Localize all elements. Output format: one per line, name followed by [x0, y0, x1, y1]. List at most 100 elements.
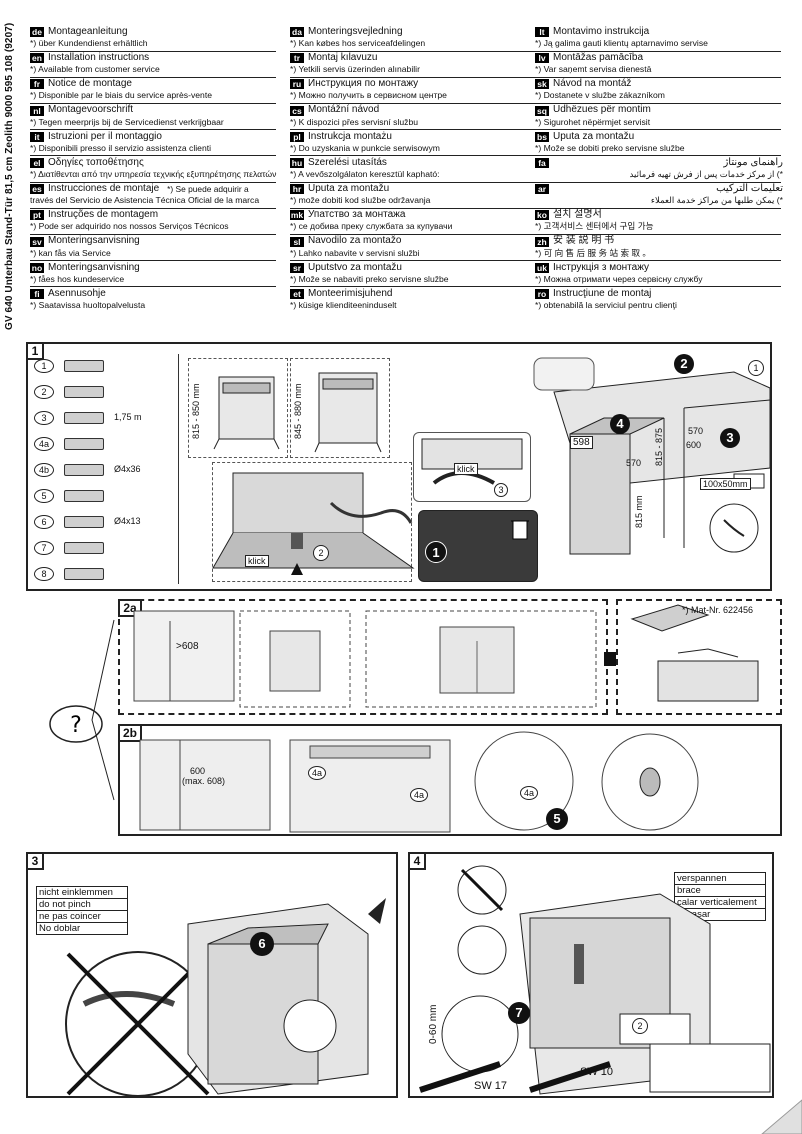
language-subtitle: *) obtenabilă la serviciul pentru clienţ…: [535, 300, 677, 310]
language-code: fi: [30, 289, 44, 299]
mounting-bracket-icon: [630, 604, 759, 702]
language-code: uk: [535, 262, 549, 273]
language-subtitle: *) Tegen meerprijs bij de Servicedienst …: [30, 116, 224, 127]
part-2-callout: 2: [313, 545, 329, 561]
min-width-label: >608: [176, 641, 199, 652]
language-subtitle: *) može dobiti kod službe održavanja: [290, 195, 431, 206]
part-number: 4a: [34, 437, 54, 451]
depth-570-top: 570: [688, 426, 704, 436]
language-code: nl: [30, 105, 44, 116]
language-title: Installation instructions: [48, 51, 150, 63]
language-subtitle: través del Servicio de Asistencia Técnic…: [30, 195, 260, 206]
language-subtitle: *) Можна отримати через сервісну службу: [535, 273, 703, 284]
divider: [178, 354, 179, 584]
language-subtitle: *) Можно получить в сервисном центре: [290, 90, 447, 101]
language-code: fa: [535, 158, 549, 168]
separator-line: [290, 260, 536, 262]
cabinet-icon: [213, 376, 280, 450]
part-glyph-icon: [64, 516, 104, 528]
part-4a-callout: 4a: [520, 786, 538, 800]
language-subtitle: *) Available from customer service: [30, 64, 160, 75]
step-2a-panel: 2a >608: [118, 599, 608, 715]
part-number: 8: [34, 567, 54, 581]
width-dimension: 598: [570, 436, 593, 449]
language-title: 安 装 説 明 书: [553, 235, 615, 247]
language-subtitle: *) يمكن طلبها من مراكز خدمة العملاء: [650, 195, 783, 206]
language-title: Инструкция по монтажу: [308, 78, 419, 90]
warning-box: nicht einklemmen do not pinch ne pas coi…: [36, 886, 128, 935]
step-1-marker: 1: [425, 541, 447, 563]
part-glyph-icon: [64, 542, 104, 554]
step-4-panel: 4 verspannen brace calar verticalement E…: [408, 852, 774, 1098]
side-gap-dimension: 600: [190, 766, 206, 776]
language-subtitle: *) A vevőszolgálaton keresztül kapható:: [290, 169, 440, 179]
language-subtitle: *) Kan købes hos serviceafdelingen: [290, 38, 426, 48]
language-title: Navodilo za montažo: [308, 235, 402, 247]
language-subtitle: *) се добива преку службата за купувачи: [290, 221, 453, 232]
language-title: Montavimo instrukcija: [553, 25, 650, 37]
part-number: 5: [34, 489, 54, 503]
language-subtitle: *) Saatavissa huoltopalvelusta: [30, 300, 146, 310]
step-number: 3: [26, 852, 44, 870]
separator-line: [290, 233, 536, 235]
part-note: Ø4x36: [114, 464, 141, 474]
part-note: 1,75 m: [114, 412, 142, 422]
language-title: Οδηγίες τοποθέτησης: [48, 156, 144, 168]
part-4a-callout: 4a: [308, 766, 326, 780]
language-title: Asennusohje: [48, 287, 106, 299]
klick-label: klick: [245, 555, 269, 567]
height-dimension: 815 mm: [634, 495, 644, 528]
language-title: Montaj kılavuzu: [308, 51, 378, 63]
depth-570-bottom: 570: [626, 458, 642, 468]
language-subtitle: *) Yetkili servis üzerinden alınabilir: [290, 64, 420, 75]
language-title: Monteringsvejledning: [308, 25, 403, 37]
language-title: 설치 설명서: [553, 209, 602, 221]
language-code: et: [290, 289, 304, 299]
separator-line: [290, 286, 536, 288]
language-code: sv: [30, 236, 44, 247]
language-code: hr: [290, 184, 304, 195]
part-number: 2: [34, 385, 54, 399]
language-subtitle: *) fåes hos kundeservice: [30, 273, 125, 284]
separator-line: [535, 50, 781, 52]
step-7-marker: 7: [508, 1002, 530, 1024]
language-code: ar: [535, 184, 549, 195]
separator-line: [30, 233, 276, 235]
language-title: Упатство за монтажа: [308, 209, 406, 221]
part-number: 4b: [34, 463, 54, 477]
depth-600: 600: [686, 440, 702, 450]
separator-line: [535, 286, 781, 288]
language-subtitle: *) Može se nabaviti preko servisne služb…: [290, 273, 449, 284]
hose-closeup: klick 3: [413, 432, 531, 502]
separator-line: [30, 76, 276, 78]
step1-detail: 1: [418, 510, 538, 582]
language-code: en: [30, 53, 44, 64]
step-3-panel: 3 nicht einklemmen do not pinch ne pas c…: [26, 852, 398, 1098]
language-code: sr: [290, 262, 304, 273]
language-title: Uputa za montažu: [553, 130, 635, 142]
part-row: 5: [34, 486, 174, 508]
language-title: Uputstvo za montažu: [308, 261, 402, 273]
part-3-callout: 3: [494, 483, 508, 497]
page-curl-icon: [761, 1099, 802, 1134]
separator-line: [30, 286, 276, 288]
language-title: Istruzioni per il montaggio: [48, 130, 162, 142]
separator-line: [535, 129, 781, 131]
part-row: 4a: [34, 434, 174, 456]
separator-line: [30, 207, 276, 209]
